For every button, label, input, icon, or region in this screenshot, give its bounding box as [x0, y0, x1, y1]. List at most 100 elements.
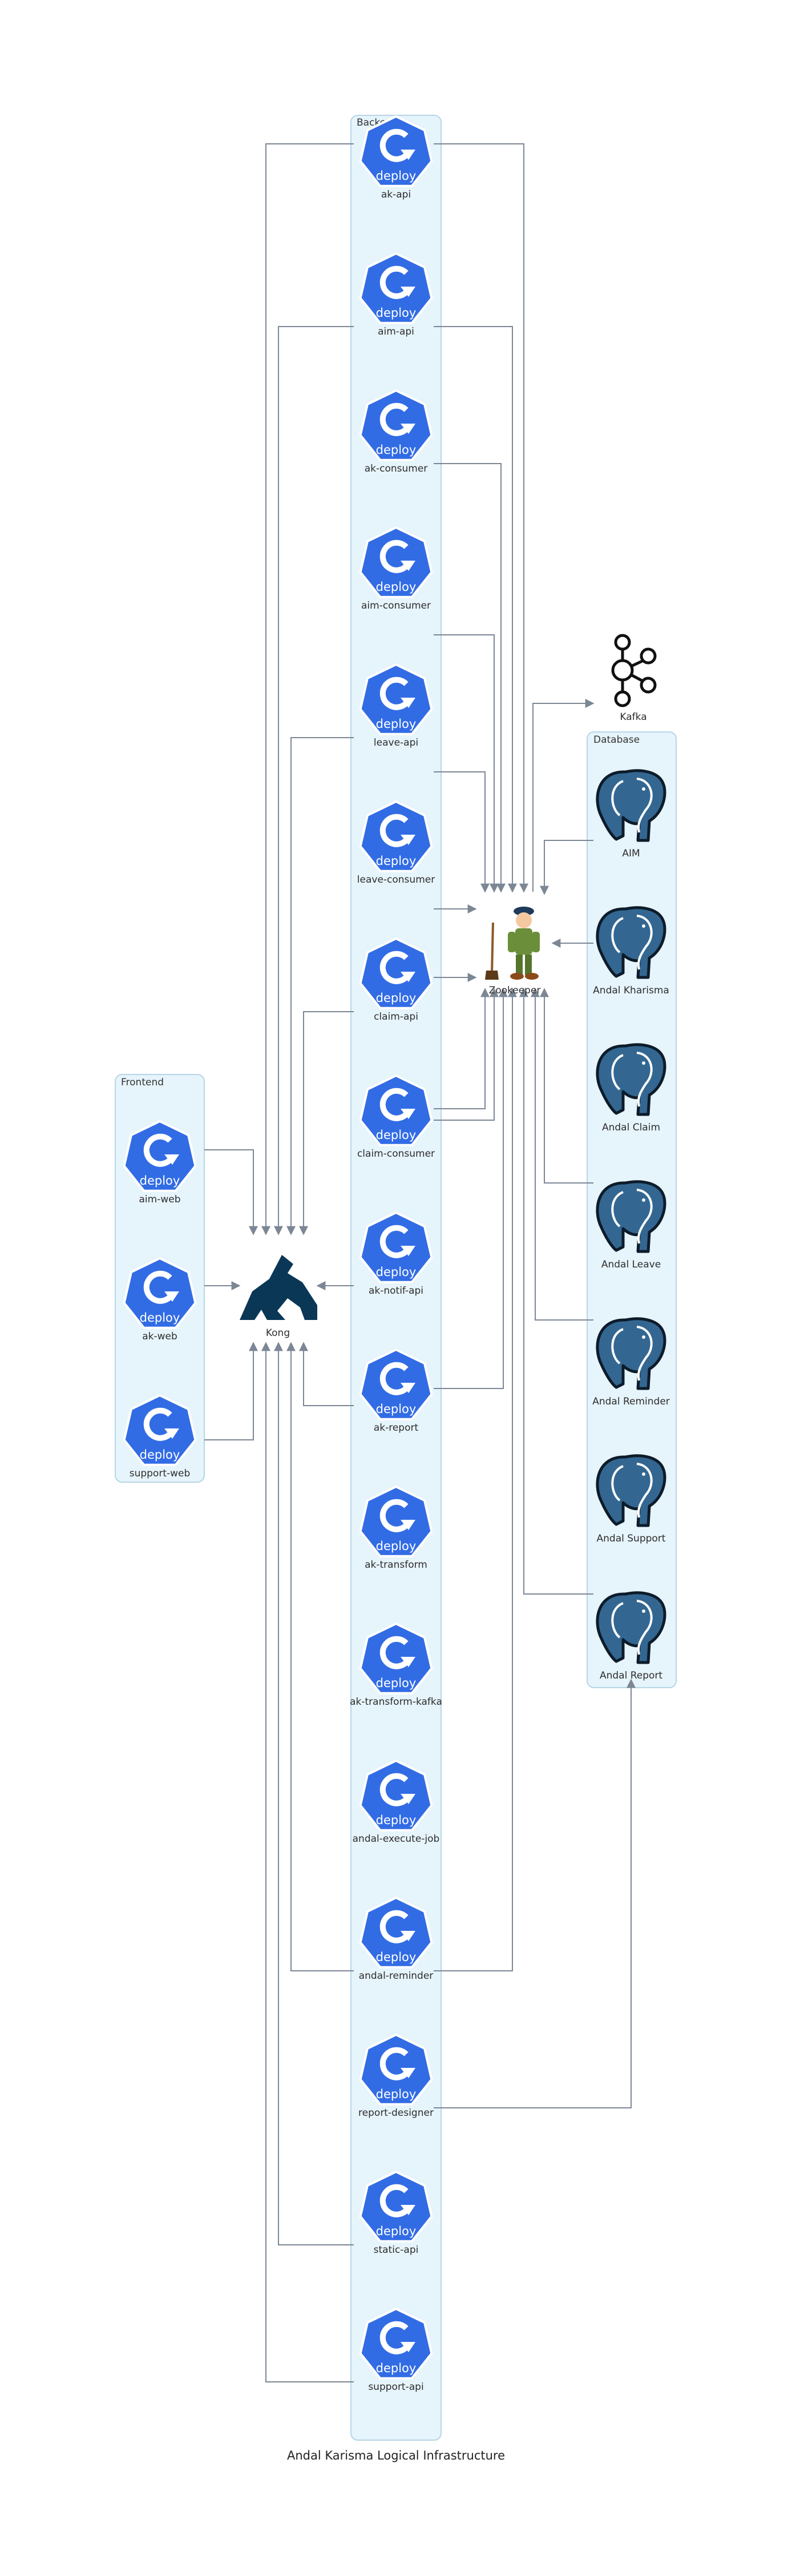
- kubernetes-deploy-icon: deploy: [123, 1120, 197, 1192]
- kubernetes-deploy-icon: deploy: [359, 1622, 433, 1694]
- postgresql-elephant-icon: [596, 1043, 666, 1116]
- deploy-badge-label: deploy: [376, 1813, 417, 1827]
- deploy-badge-label: deploy: [376, 1539, 417, 1553]
- postgresql-elephant-icon: [596, 1317, 666, 1390]
- service-label: ak-report: [374, 1422, 419, 1434]
- connection-edge: [274, 1342, 354, 2245]
- frontend-cluster-label: Frontend: [121, 1077, 164, 1088]
- kubernetes-deploy-icon: deploy: [359, 526, 433, 598]
- service-ak-api: deploy ak-api: [359, 115, 433, 200]
- database-cluster-label: Database: [593, 734, 640, 746]
- deploy-badge-label: deploy: [376, 1676, 417, 1690]
- kafka-icon: [611, 634, 657, 707]
- service-label: static-api: [374, 2244, 419, 2256]
- kubernetes-deploy-icon: deploy: [359, 663, 433, 735]
- service-label: ak-api: [381, 189, 411, 200]
- kong-gorilla-icon: [240, 1255, 317, 1320]
- kubernetes-deploy-icon: deploy: [359, 2033, 433, 2106]
- kubernetes-deploy-icon: deploy: [359, 252, 433, 324]
- kubernetes-deploy-icon: deploy: [123, 1394, 197, 1466]
- deploy-badge-label: deploy: [376, 854, 417, 868]
- postgresql-elephant-icon: [596, 769, 666, 842]
- service-aim-api: deploy aim-api: [359, 252, 433, 337]
- kubernetes-deploy-icon: deploy: [359, 115, 433, 187]
- connection-edge: [434, 988, 499, 1121]
- service-ak-transform: deploy ak-transform: [359, 1485, 433, 1571]
- database-label: Andal Report: [600, 1670, 662, 1681]
- connection-edge: [434, 771, 490, 893]
- service-label: claim-api: [374, 1011, 418, 1023]
- deploy-badge-label: deploy: [376, 991, 417, 1005]
- zookeeper-node: Zookeeper: [485, 907, 540, 996]
- postgresql-elephant-icon: [596, 1454, 666, 1527]
- connection-edge: [434, 988, 490, 1109]
- connection-edge: [286, 737, 354, 1235]
- kubernetes-deploy-icon: deploy: [359, 1485, 433, 1557]
- diagram-title: Andal Karisma Logical Infrastructure: [287, 2449, 505, 2462]
- connection-edge: [434, 988, 508, 1389]
- connection-edge: [540, 988, 593, 1184]
- diagram-nodes: deployak-apideployaim-apideployak-consum…: [123, 115, 670, 2393]
- connection-edge: [204, 1149, 258, 1235]
- deploy-badge-label: deploy: [376, 1128, 417, 1142]
- service-ak-transform-kafka: deploy ak-transform-kafka: [350, 1622, 442, 1708]
- service-leave-consumer: deploy leave-consumer: [357, 800, 435, 886]
- deploy-badge-label: deploy: [376, 580, 417, 594]
- service-label: report-designer: [358, 2107, 434, 2119]
- database-andal-leave: Andal Leave: [596, 1180, 666, 1270]
- postgresql-elephant-icon: [596, 1180, 666, 1253]
- deploy-badge-label: deploy: [376, 2224, 417, 2238]
- kubernetes-deploy-icon: deploy: [359, 1211, 433, 1283]
- zookeeper-keeper-icon: [485, 907, 540, 980]
- kubernetes-deploy-icon: deploy: [359, 1896, 433, 1969]
- service-label: aim-api: [378, 326, 414, 337]
- connection-edge: [434, 988, 517, 1971]
- connection-edge: [434, 634, 499, 893]
- kubernetes-deploy-icon: deploy: [359, 937, 433, 1009]
- kubernetes-deploy-icon: deploy: [359, 2170, 433, 2243]
- deploy-badge-label: deploy: [376, 1402, 417, 1416]
- service-label: support-api: [368, 2381, 423, 2393]
- service-andal-reminder: deploy andal-reminder: [359, 1896, 434, 1982]
- deploy-badge-label: deploy: [376, 717, 417, 731]
- connection-edge: [434, 326, 517, 893]
- kubernetes-deploy-icon: deploy: [359, 1348, 433, 1420]
- database-label: AIM: [622, 848, 640, 859]
- connection-edge: [204, 1342, 258, 1440]
- connection-edge: [532, 699, 595, 892]
- database-label: Andal Reminder: [592, 1396, 670, 1407]
- deploy-badge-label: deploy: [376, 443, 417, 457]
- connection-edge: [434, 463, 506, 893]
- service-label: claim-consumer: [357, 1148, 435, 1160]
- deploy-badge-label: deploy: [376, 1950, 417, 1964]
- service-label: ak-transform: [365, 1559, 427, 1571]
- kubernetes-deploy-icon: deploy: [359, 800, 433, 872]
- connection-edge: [434, 143, 528, 893]
- service-label: ak-web: [142, 1331, 177, 1342]
- deploy-badge-label: deploy: [140, 1174, 180, 1188]
- connection-edge: [540, 840, 593, 895]
- kubernetes-deploy-icon: deploy: [123, 1257, 197, 1329]
- database-andal-claim: Andal Claim: [596, 1043, 666, 1133]
- database-label: Andal Claim: [602, 1122, 660, 1133]
- service-label: andal-reminder: [359, 1970, 434, 1982]
- database-label: Andal Leave: [601, 1259, 661, 1270]
- kafka-label: Kafka: [620, 711, 646, 723]
- connection-edge: [261, 143, 354, 1235]
- service-static-api: deploy static-api: [359, 2170, 433, 2256]
- service-label: ak-transform-kafka: [350, 1696, 442, 1708]
- service-label: leave-consumer: [357, 874, 435, 886]
- database-label: Andal Support: [597, 1533, 666, 1544]
- connection-edge: [286, 1342, 354, 1971]
- connection-edge: [531, 988, 593, 1321]
- service-claim-api: deploy claim-api: [359, 937, 433, 1023]
- kubernetes-deploy-icon: deploy: [359, 2307, 433, 2380]
- service-label: leave-api: [374, 737, 418, 748]
- connection-edges: [204, 143, 636, 2382]
